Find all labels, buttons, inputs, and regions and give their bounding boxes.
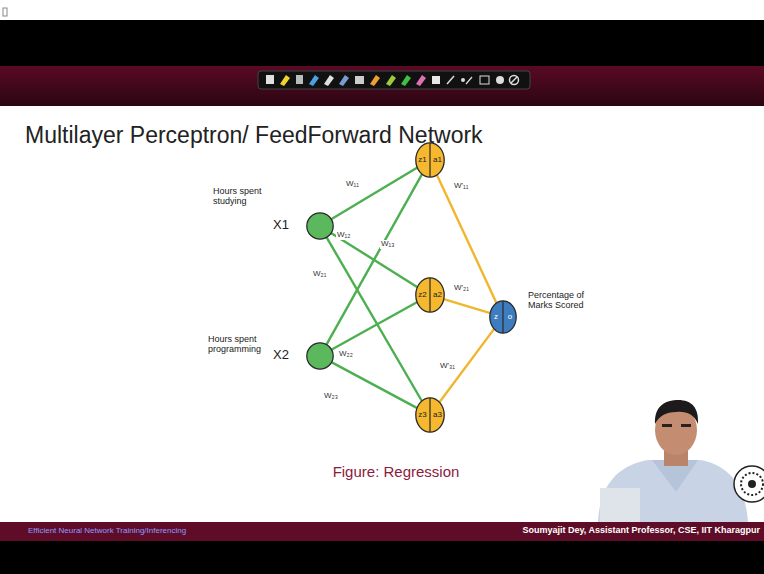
bottom-black-band [0,541,764,574]
weight-connection [332,363,416,408]
neuron-body [416,143,444,177]
neuron-body [416,278,444,312]
weight-label: W'₁₁ [453,182,469,191]
corner-mark [3,8,7,16]
top-bar [0,0,764,20]
weight-label: W₁₂ [336,231,351,240]
neuron-body [307,343,333,369]
weight-connection [437,176,496,302]
footer-author: Soumyajit Dey, Assistant Professor, CSE,… [522,525,760,535]
neuron-divider [429,278,430,312]
footer-band [0,522,764,541]
black-band [0,20,764,66]
maroon-band [0,66,764,106]
footer-course: Efficient Neural Network Training/Infere… [28,526,186,535]
activation: a3 [433,410,442,419]
weight-label: W₂₃ [323,392,339,401]
pre-activation: z1 [418,155,426,164]
pre-activation: z2 [418,290,426,299]
activation: a2 [433,290,442,299]
neuron-body [490,301,516,333]
figure-caption: Figure: Regression [333,463,460,480]
neuron-outline [306,212,334,240]
weight-label: W₁₁ [345,180,360,189]
weight-connection [332,303,416,350]
institute-logo [734,466,764,502]
weight-connection [445,299,490,313]
weight-connection [332,168,417,219]
weight-label: W₂₁ [312,270,327,279]
hidden-neuron: z1 a1 [415,142,445,178]
pre-activation: z3 [418,410,426,419]
activation: a1 [433,155,442,164]
output-neuron: zoPercentage of Marks Scored [489,300,517,334]
slide-title: Multilayer Perceptron/ FeedForward Netwo… [25,122,483,148]
weight-connection [327,175,422,344]
input-neuron: Hours spent studyingX1 [306,212,334,240]
neuron-divider [429,398,430,432]
hidden-neuron: z2 a2 [415,277,445,313]
toolbar-icons [266,75,519,86]
input-neuron: Hours spent programmingX2 [306,342,334,370]
input-symbol: X1 [273,218,289,233]
weight-label: W'₂₁ [453,284,470,293]
weight-label: W₁₃ [380,240,396,249]
neuron-divider [429,143,430,177]
output-description: Percentage of Marks Scored [528,290,598,311]
input-symbol: X2 [273,348,289,363]
input-description: Hours spent studying [213,186,275,207]
weight-connection [440,330,494,402]
slide-ground [0,106,764,522]
neuron-outline [489,300,517,334]
neuron-divider [502,301,503,333]
hidden-neuron: z3 a3 [415,397,445,433]
presenter-photo [598,400,748,522]
output-pre-activation: z [494,312,498,321]
neuron-body [416,398,444,432]
weight-label: W₂₂ [338,350,354,359]
output-value: o [508,312,512,321]
weight-label: W'₃₁ [439,362,456,371]
toolbar [258,71,530,89]
neuron-body [307,213,333,239]
input-description: Hours spent programming [208,334,272,355]
neuron-outline [306,342,334,370]
